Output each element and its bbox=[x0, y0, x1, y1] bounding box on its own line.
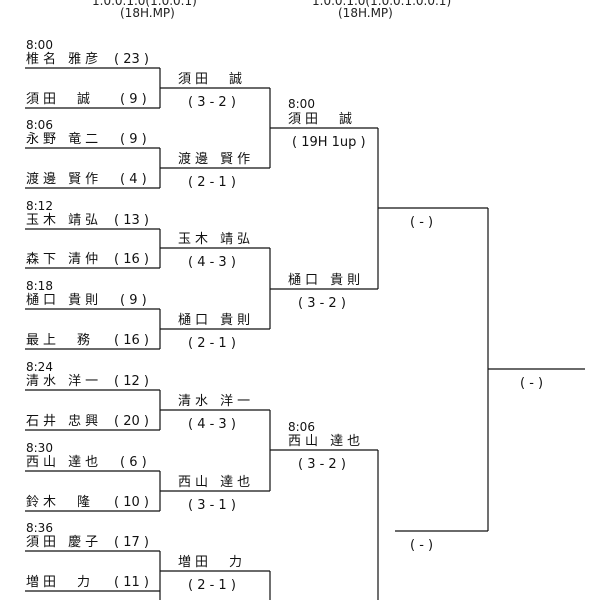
player-score: ( 9 ) bbox=[120, 92, 147, 107]
round2-winner: 玉木 靖弘 bbox=[178, 232, 255, 247]
bracket-r2-pair-4 bbox=[175, 570, 271, 600]
round2-score: ( 4 - 3 ) bbox=[188, 417, 236, 432]
player-name: 玉木 靖弘 bbox=[26, 213, 103, 228]
bracket-r4 bbox=[395, 207, 500, 532]
player-name: 石井 忠興 bbox=[26, 414, 103, 429]
player-score: ( 12 ) bbox=[114, 374, 149, 389]
round3-winner: 須田 誠 bbox=[288, 112, 357, 127]
round3-winner: 西山 達也 bbox=[288, 434, 365, 449]
player-score: ( 9 ) bbox=[120, 293, 147, 308]
round2-winner: 西山 達也 bbox=[178, 475, 255, 490]
player-name: 森下 清仲 bbox=[26, 252, 103, 267]
round2-winner: 渡邊 賢作 bbox=[178, 152, 255, 167]
bracket-r2-pair-1 bbox=[175, 87, 285, 169]
final-score: ( - ) bbox=[520, 376, 544, 391]
round3-score: ( 3 - 2 ) bbox=[298, 296, 346, 311]
tee-time: 8:06 bbox=[26, 118, 53, 132]
round1-header: 1.0.0.1.0(1.0.0.1) bbox=[92, 0, 197, 8]
player-name: 樋口 貴則 bbox=[26, 293, 103, 308]
tee-time: 8:24 bbox=[26, 360, 53, 374]
bracket-r3-pair-1 bbox=[285, 127, 395, 290]
round2-score: ( 2 - 1 ) bbox=[188, 336, 236, 351]
player-name: 西山 達也 bbox=[26, 455, 103, 470]
tee-time: 8:00 bbox=[288, 97, 315, 111]
round2-winner: 樋口 貴則 bbox=[178, 313, 255, 328]
player-name: 須田 慶子 bbox=[26, 535, 103, 550]
player-name: 須田 誠 bbox=[26, 92, 95, 107]
round3-score: ( 3 - 2 ) bbox=[298, 457, 346, 472]
bracket-r2-pair-2 bbox=[175, 247, 285, 330]
round2-format: (18H.MP) bbox=[338, 6, 393, 20]
round4-score: ( - ) bbox=[410, 215, 434, 230]
round2-header: 1.0.0.1.0(1.0.0.1.0.0.1) bbox=[312, 0, 452, 8]
bracket-r3-pair-2 bbox=[285, 449, 379, 600]
player-score: ( 20 ) bbox=[114, 414, 149, 429]
player-score: ( 11 ) bbox=[114, 575, 149, 590]
round3-score: ( 19H 1up ) bbox=[292, 135, 366, 150]
player-score: ( 4 ) bbox=[120, 172, 147, 187]
player-score: ( 13 ) bbox=[114, 213, 149, 228]
player-name: 鈴木 隆 bbox=[26, 495, 95, 510]
round2-score: ( 4 - 3 ) bbox=[188, 255, 236, 270]
bracket-match-7 bbox=[25, 550, 175, 600]
round2-score: ( 2 - 1 ) bbox=[188, 175, 236, 190]
player-score: ( 23 ) bbox=[114, 52, 149, 67]
tee-time: 8:30 bbox=[26, 441, 53, 455]
round2-winner: 清水 洋一 bbox=[178, 394, 255, 409]
player-score: ( 17 ) bbox=[114, 535, 149, 550]
round1-format: (18H.MP) bbox=[120, 6, 175, 20]
player-name: 永野 竜二 bbox=[26, 132, 103, 147]
round3-winner: 樋口 貴則 bbox=[288, 273, 365, 288]
player-name: 増田 力 bbox=[26, 575, 95, 590]
tee-time: 8:06 bbox=[288, 420, 315, 434]
round2-winner: 増田 力 bbox=[178, 555, 247, 570]
player-name: 最上 務 bbox=[26, 333, 95, 348]
bracket-match-3 bbox=[25, 228, 175, 269]
player-score: ( 6 ) bbox=[120, 455, 147, 470]
round2-winner: 須田 誠 bbox=[178, 72, 247, 87]
bracket-match-1 bbox=[25, 67, 175, 109]
tee-time: 8:36 bbox=[26, 521, 53, 535]
round2-score: ( 3 - 2 ) bbox=[188, 95, 236, 110]
player-score: ( 16 ) bbox=[114, 333, 149, 348]
bracket-match-5 bbox=[25, 389, 175, 431]
round4-score: ( - ) bbox=[410, 538, 434, 553]
tee-time: 8:18 bbox=[26, 279, 53, 293]
player-score: ( 16 ) bbox=[114, 252, 149, 267]
round2-score: ( 3 - 1 ) bbox=[188, 498, 236, 513]
tee-time: 8:00 bbox=[26, 38, 53, 52]
player-score: ( 9 ) bbox=[120, 132, 147, 147]
bracket-match-2 bbox=[25, 147, 175, 189]
player-name: 清水 洋一 bbox=[26, 374, 103, 389]
tee-time: 8:12 bbox=[26, 199, 53, 213]
bracket-match-4 bbox=[25, 308, 175, 350]
player-score: ( 10 ) bbox=[114, 495, 149, 510]
bracket-r2-pair-3 bbox=[175, 409, 285, 492]
player-name: 椎名 雅彦 bbox=[26, 52, 103, 67]
player-name: 渡邊 賢作 bbox=[26, 172, 103, 187]
bracket-match-6 bbox=[25, 470, 175, 512]
round2-score: ( 2 - 1 ) bbox=[188, 578, 236, 593]
